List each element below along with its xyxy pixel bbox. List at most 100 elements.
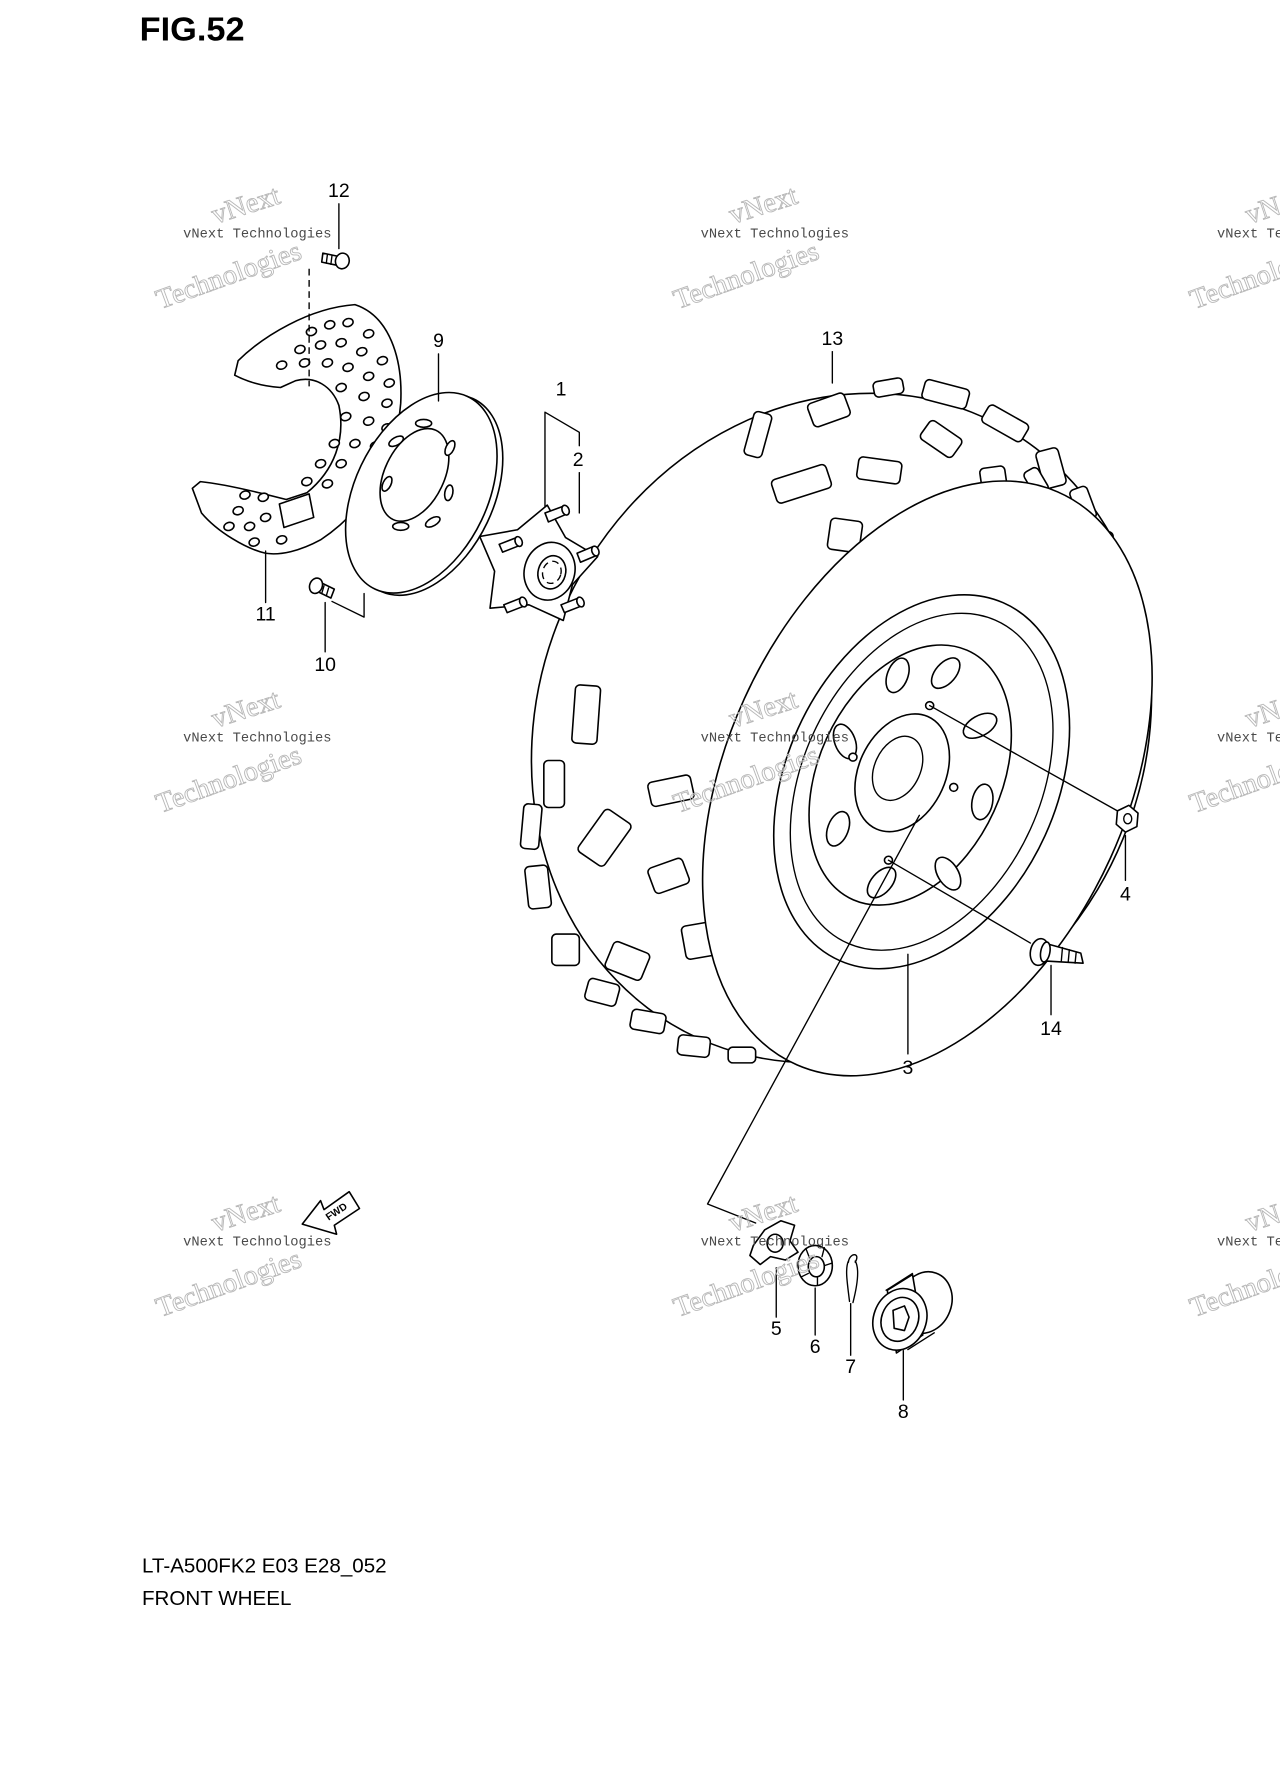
- tread-lug: [571, 684, 602, 745]
- disc-cover-hole: [257, 492, 270, 503]
- watermark-caption: vNext Technologies: [1217, 732, 1280, 747]
- disc-cover-hole: [248, 537, 261, 547]
- tread-lug: [519, 803, 543, 851]
- hub-cap: [872, 1271, 953, 1354]
- disc-cover-hole: [362, 416, 375, 426]
- tread-lug: [770, 463, 833, 504]
- disc-cover-hole: [339, 411, 352, 422]
- leader-lines: [264, 203, 1127, 1401]
- stud-hole: [848, 752, 858, 762]
- leader-10: [324, 592, 365, 653]
- brake-disc: [344, 391, 504, 597]
- watermark-large-bottom: Technologies: [669, 236, 823, 316]
- diagram-title: FRONT WHEEL: [142, 1588, 292, 1610]
- tread-lug: [577, 808, 632, 867]
- front-hub: [478, 504, 600, 622]
- callout-12: 12: [328, 181, 350, 202]
- watermark-large-top: vNext: [208, 684, 284, 734]
- hub-stud: [502, 596, 528, 614]
- disc-cover-hole: [323, 319, 336, 330]
- watermark-caption: vNext Technologies: [1217, 228, 1280, 243]
- disc-cover-hole: [223, 521, 235, 532]
- callout-2: 2: [573, 450, 584, 471]
- watermark-large-bottom: Technologies: [152, 236, 306, 316]
- disc-cover-hole: [362, 371, 375, 382]
- washer: [749, 1220, 799, 1266]
- brake-disc-bolt-hole: [424, 515, 441, 528]
- callouts: 1 2 3 4 5 6 7 8 9 10 11 12 13 14: [256, 181, 1132, 1423]
- disc-cover-hole: [381, 398, 393, 409]
- leader-14: [887, 859, 1052, 1016]
- watermark-caption: vNext Technologies: [701, 1236, 849, 1251]
- watermark-large-bottom: Technologies: [1186, 1244, 1280, 1324]
- watermark-caption: vNext Technologies: [183, 732, 331, 747]
- tread-lug: [647, 857, 691, 895]
- watermark-large-bottom: Technologies: [669, 1244, 823, 1324]
- watermark-caption: vNext Technologies: [183, 228, 331, 243]
- callout-1: 1: [556, 380, 567, 401]
- watermark-large-top: vNext: [1242, 180, 1280, 230]
- tread-lug: [921, 378, 971, 410]
- hub-stud: [544, 504, 571, 523]
- disc-cover-hole: [321, 478, 334, 489]
- disc-cover-hole: [328, 438, 341, 449]
- wheel-nut: [1115, 804, 1139, 833]
- disc-cover-hole: [275, 360, 288, 370]
- disc-cover-hole: [239, 490, 251, 500]
- disc-cover-window: [278, 493, 315, 529]
- brake-disc-bolt-hole: [381, 475, 393, 492]
- brake-disc-cover: [191, 303, 402, 555]
- disc-cover-hole: [259, 512, 272, 523]
- wheel-stud-bolt: [1029, 937, 1084, 967]
- stud-hole: [948, 782, 959, 793]
- callout-5: 5: [771, 1319, 782, 1340]
- callout-13: 13: [822, 329, 844, 350]
- disc-bolt: [308, 577, 336, 599]
- disc-cover-hole: [314, 340, 327, 350]
- model-code: LT-A500FK2 E03 E28_052: [142, 1556, 387, 1578]
- disc-cover-hole: [342, 362, 354, 373]
- rim-vent-hole: [825, 810, 851, 847]
- disc-cover-hole: [301, 476, 313, 487]
- cover-bolt: [320, 252, 351, 270]
- disc-cover-holes: [223, 317, 396, 547]
- wheel-hub-bore: [871, 735, 924, 802]
- brake-disc-bolt-hole: [444, 439, 456, 457]
- hub-studs: [498, 504, 600, 614]
- disc-cover-hole: [243, 521, 256, 532]
- rim-vent-hole: [970, 783, 994, 821]
- tread-lug: [872, 377, 905, 398]
- tread-lug: [629, 1008, 667, 1035]
- watermark-large-bottom: Technologies: [152, 740, 306, 820]
- tread-lug: [806, 392, 852, 428]
- hub-stud: [560, 596, 585, 614]
- watermark-large-top: vNext: [1242, 1188, 1280, 1238]
- disc-cover-hole: [349, 438, 361, 449]
- hub-spline-bore: [537, 554, 567, 590]
- brake-disc-bolt-hole: [443, 484, 454, 502]
- hub-stud: [576, 545, 600, 564]
- tread-lug: [743, 410, 773, 459]
- rim-vent-holes: [825, 657, 998, 899]
- callout-8: 8: [898, 1402, 909, 1423]
- hub-stud: [498, 535, 524, 553]
- callout-14: 14: [1040, 1019, 1062, 1040]
- rim-vent-hole: [885, 657, 910, 694]
- tread-lug: [604, 940, 651, 982]
- leader-4: [928, 704, 1127, 881]
- disc-cover-hole: [232, 505, 244, 516]
- tread-lug: [647, 774, 695, 808]
- forward-direction-marker: FWD: [301, 1190, 361, 1236]
- brake-disc-bolt-hole: [391, 521, 410, 532]
- cotter-pin: [845, 1254, 859, 1304]
- watermark-large-top: vNext: [208, 180, 284, 230]
- disc-cover-hole: [275, 534, 288, 545]
- watermark-large-bottom: Technologies: [1186, 740, 1280, 820]
- callout-9: 9: [433, 331, 444, 352]
